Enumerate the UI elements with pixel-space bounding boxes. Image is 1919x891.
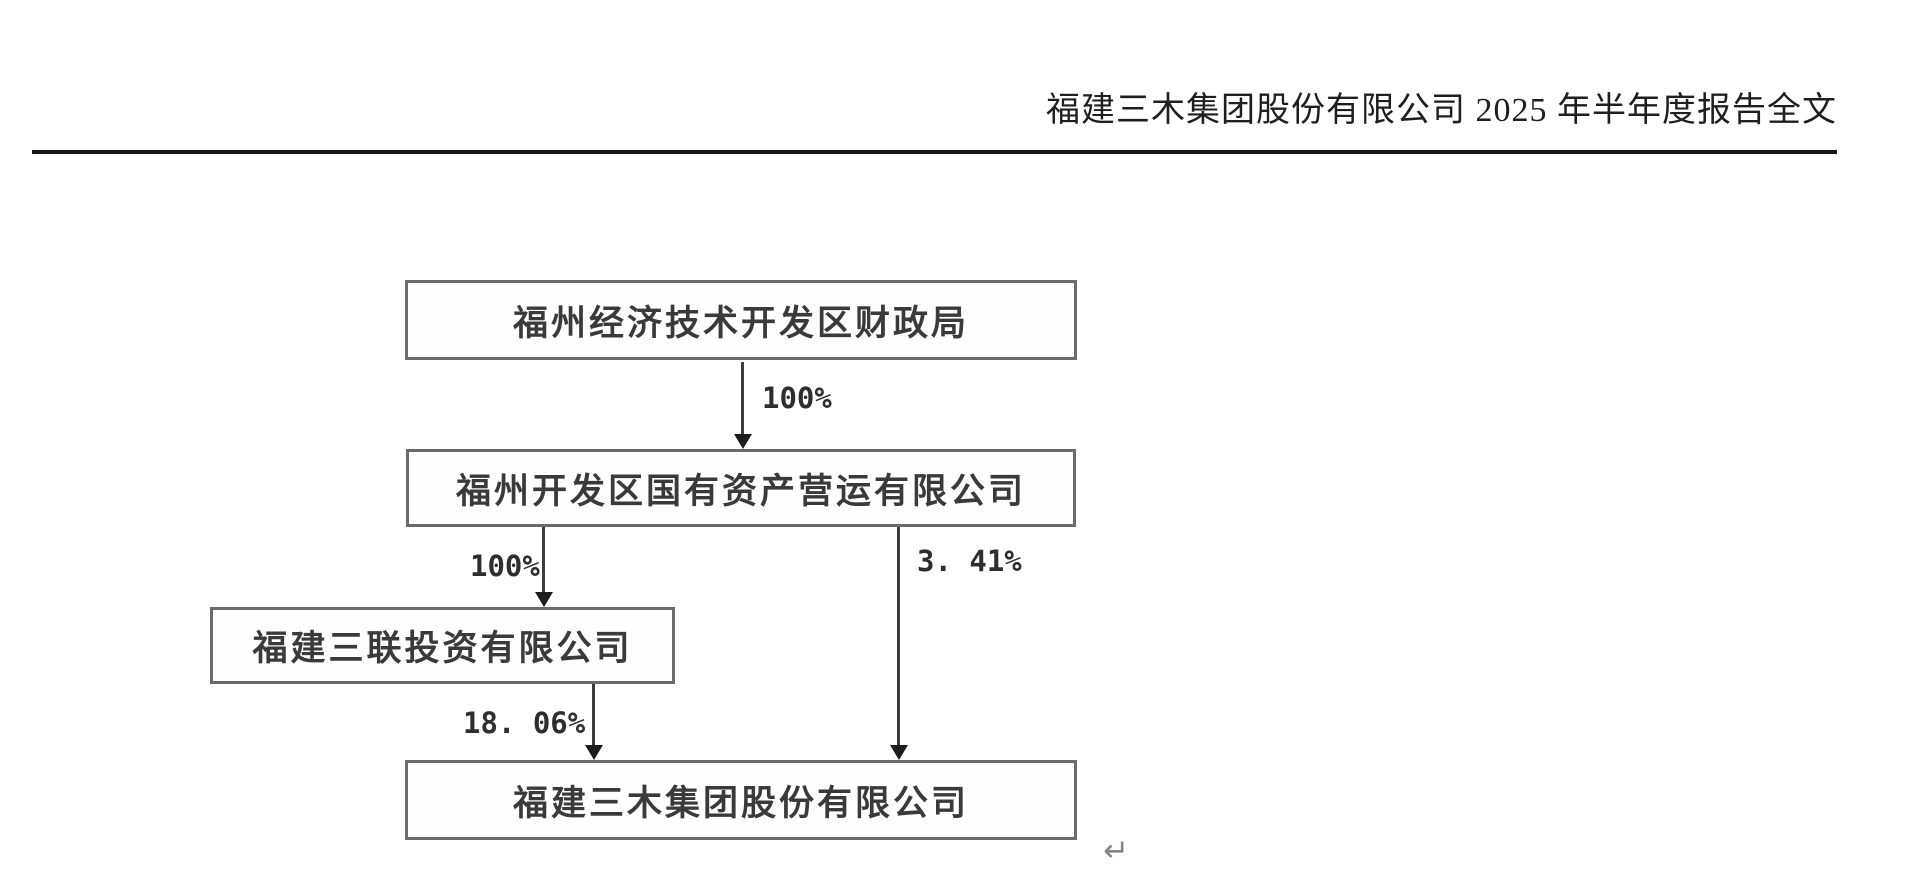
node-finance-bureau: 福州经济技术开发区财政局	[405, 280, 1077, 360]
edge-label-assets-to-sanmu: 3. 41%	[917, 544, 1022, 578]
edge-line-bureau-to-assets	[741, 362, 744, 437]
edge-label-sanlian-to-sanmu: 18. 06%	[463, 706, 586, 740]
edge-line-assets-to-sanmu	[897, 527, 900, 747]
edge-label-bureau-to-assets: 100%	[762, 381, 832, 415]
node-sanmu-group: 福建三木集团股份有限公司	[405, 760, 1077, 840]
edge-label-assets-to-sanlian: 100%	[470, 549, 540, 583]
paragraph-return-icon: ↵	[1103, 833, 1129, 869]
header-divider-line	[32, 150, 1837, 154]
arrowhead-down-icon	[734, 434, 752, 449]
arrowhead-down-icon	[585, 745, 603, 760]
arrowhead-down-icon	[890, 745, 908, 760]
edge-line-sanlian-to-sanmu	[592, 684, 595, 747]
node-state-assets-company: 福州开发区国有资产营运有限公司	[406, 449, 1076, 527]
page-header-title: 福建三木集团股份有限公司 2025 年半年度报告全文	[1046, 92, 1837, 129]
edge-line-assets-to-sanlian	[542, 527, 545, 594]
arrowhead-down-icon	[535, 592, 553, 607]
node-sanlian-investment: 福建三联投资有限公司	[210, 607, 675, 684]
